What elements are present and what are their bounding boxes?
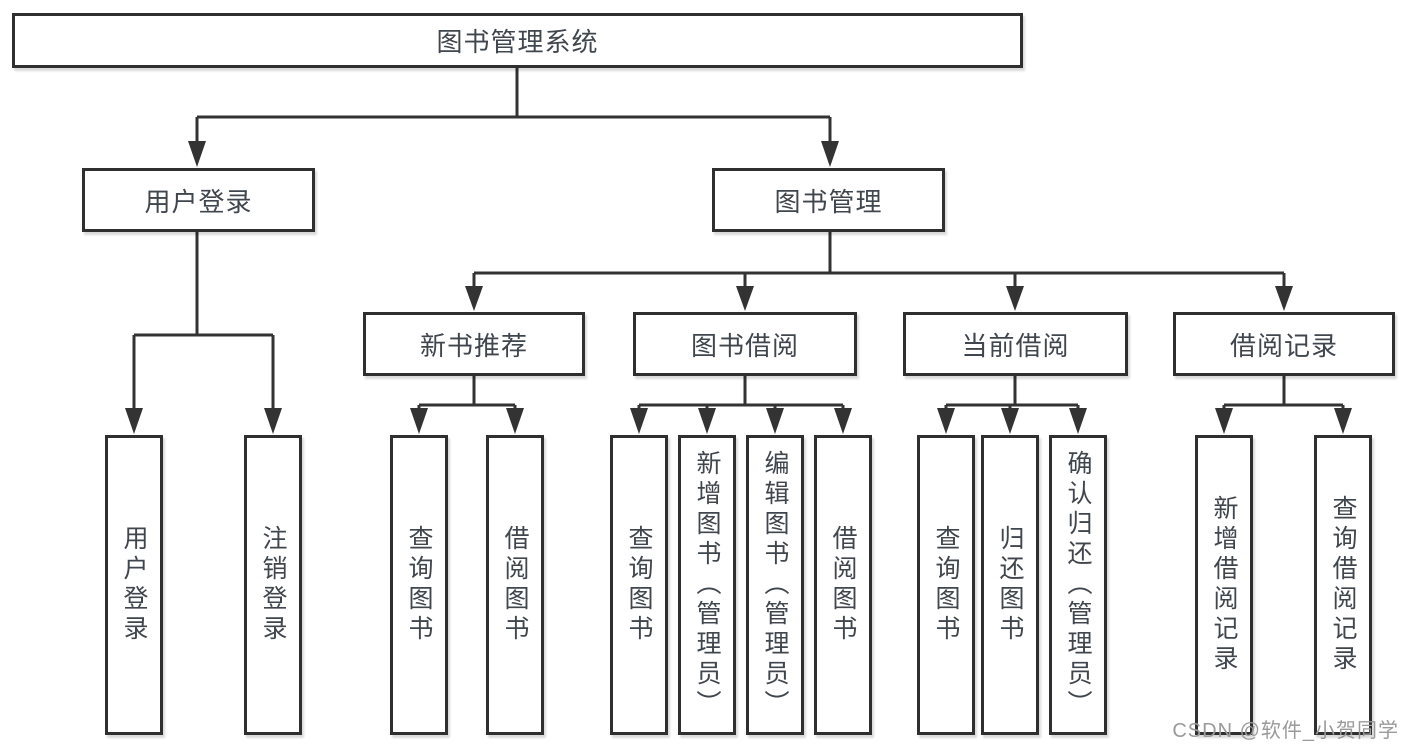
- leaf-label: 新增借阅记录: [1210, 495, 1238, 675]
- node-book-borrowing: 图书借阅: [633, 312, 857, 376]
- leaf-label: 归还图书: [996, 525, 1024, 645]
- leaf-query-borrow-record: 查询借阅记录: [1314, 435, 1372, 735]
- leaf-label: 编辑图书（管理员）: [761, 450, 789, 720]
- node-label: 借阅记录: [1229, 330, 1338, 361]
- leaf-edit-books-admin: 编辑图书（管理员）: [746, 435, 804, 735]
- node-label: 新书推荐: [419, 330, 528, 361]
- leaf-label: 借阅图书: [501, 525, 529, 645]
- node-label: 图书借阅: [690, 330, 799, 361]
- leaf-label: 查询图书: [625, 525, 653, 645]
- leaf-label: 确认归还（管理员）: [1064, 450, 1092, 720]
- connector-borrowrecords-to-leaves: [1222, 376, 1345, 410]
- connector-bookborrow-to-leaves: [637, 376, 845, 410]
- node-label: 图书管理: [774, 186, 883, 217]
- leaf-label: 注销登录: [259, 525, 287, 645]
- node-borrowing-records: 借阅记录: [1173, 312, 1395, 376]
- leaf-confirm-return-admin: 确认归还（管理员）: [1049, 435, 1107, 735]
- leaf-query-books-recommend: 查询图书: [390, 435, 448, 735]
- connector-bookmgmt-to-level3: [472, 232, 1286, 288]
- node-library-management-system: 图书管理系统: [12, 13, 1023, 68]
- arrowheads-newbook-leaves: [410, 408, 524, 434]
- arrowheads-level2: [188, 141, 839, 167]
- connector-root-to-level2: [195, 68, 832, 143]
- arrowheads-bookborrow-leaves: [630, 408, 852, 434]
- leaf-label: 借阅图书: [829, 525, 857, 645]
- connector-currentborrow-to-leaves: [944, 376, 1080, 410]
- node-label: 图书管理系统: [436, 27, 599, 57]
- leaf-query-books-current: 查询图书: [917, 435, 975, 735]
- leaf-query-books-borrowing: 查询图书: [610, 435, 668, 735]
- leaf-user-login: 用户登录: [105, 435, 163, 735]
- leaf-add-borrow-record: 新增借阅记录: [1195, 435, 1253, 735]
- leaf-borrow-books: 借阅图书: [814, 435, 872, 735]
- leaf-add-books-admin: 新增图书（管理员）: [678, 435, 736, 735]
- connector-newbook-to-leaves: [417, 376, 517, 410]
- leaf-borrow-books-recommend: 借阅图书: [486, 435, 544, 735]
- node-new-book-recommendation: 新书推荐: [363, 312, 585, 376]
- arrowheads-currentborrow-leaves: [937, 408, 1087, 434]
- leaf-label: 查询借阅记录: [1329, 495, 1357, 675]
- csdn-watermark: CSDN @软件_小贺同学: [1172, 720, 1399, 742]
- arrowheads-userlogin-leaves: [125, 408, 282, 434]
- node-label: 当前借阅: [961, 330, 1070, 361]
- leaf-label: 查询图书: [405, 525, 433, 645]
- node-label: 用户登录: [144, 186, 253, 217]
- leaf-label: 新增图书（管理员）: [693, 450, 721, 720]
- arrowheads-level3: [465, 286, 1293, 311]
- node-user-login: 用户登录: [82, 168, 315, 232]
- node-book-management: 图书管理: [712, 168, 945, 232]
- arrowheads-borrowrecords-leaves: [1215, 408, 1352, 434]
- leaf-label: 用户登录: [120, 525, 148, 645]
- leaf-return-books: 归还图书: [981, 435, 1039, 735]
- connector-userlogin-to-leaves: [132, 232, 275, 409]
- leaf-label: 查询图书: [932, 525, 960, 645]
- node-current-borrowing: 当前借阅: [903, 312, 1128, 376]
- leaf-logout: 注销登录: [244, 435, 302, 735]
